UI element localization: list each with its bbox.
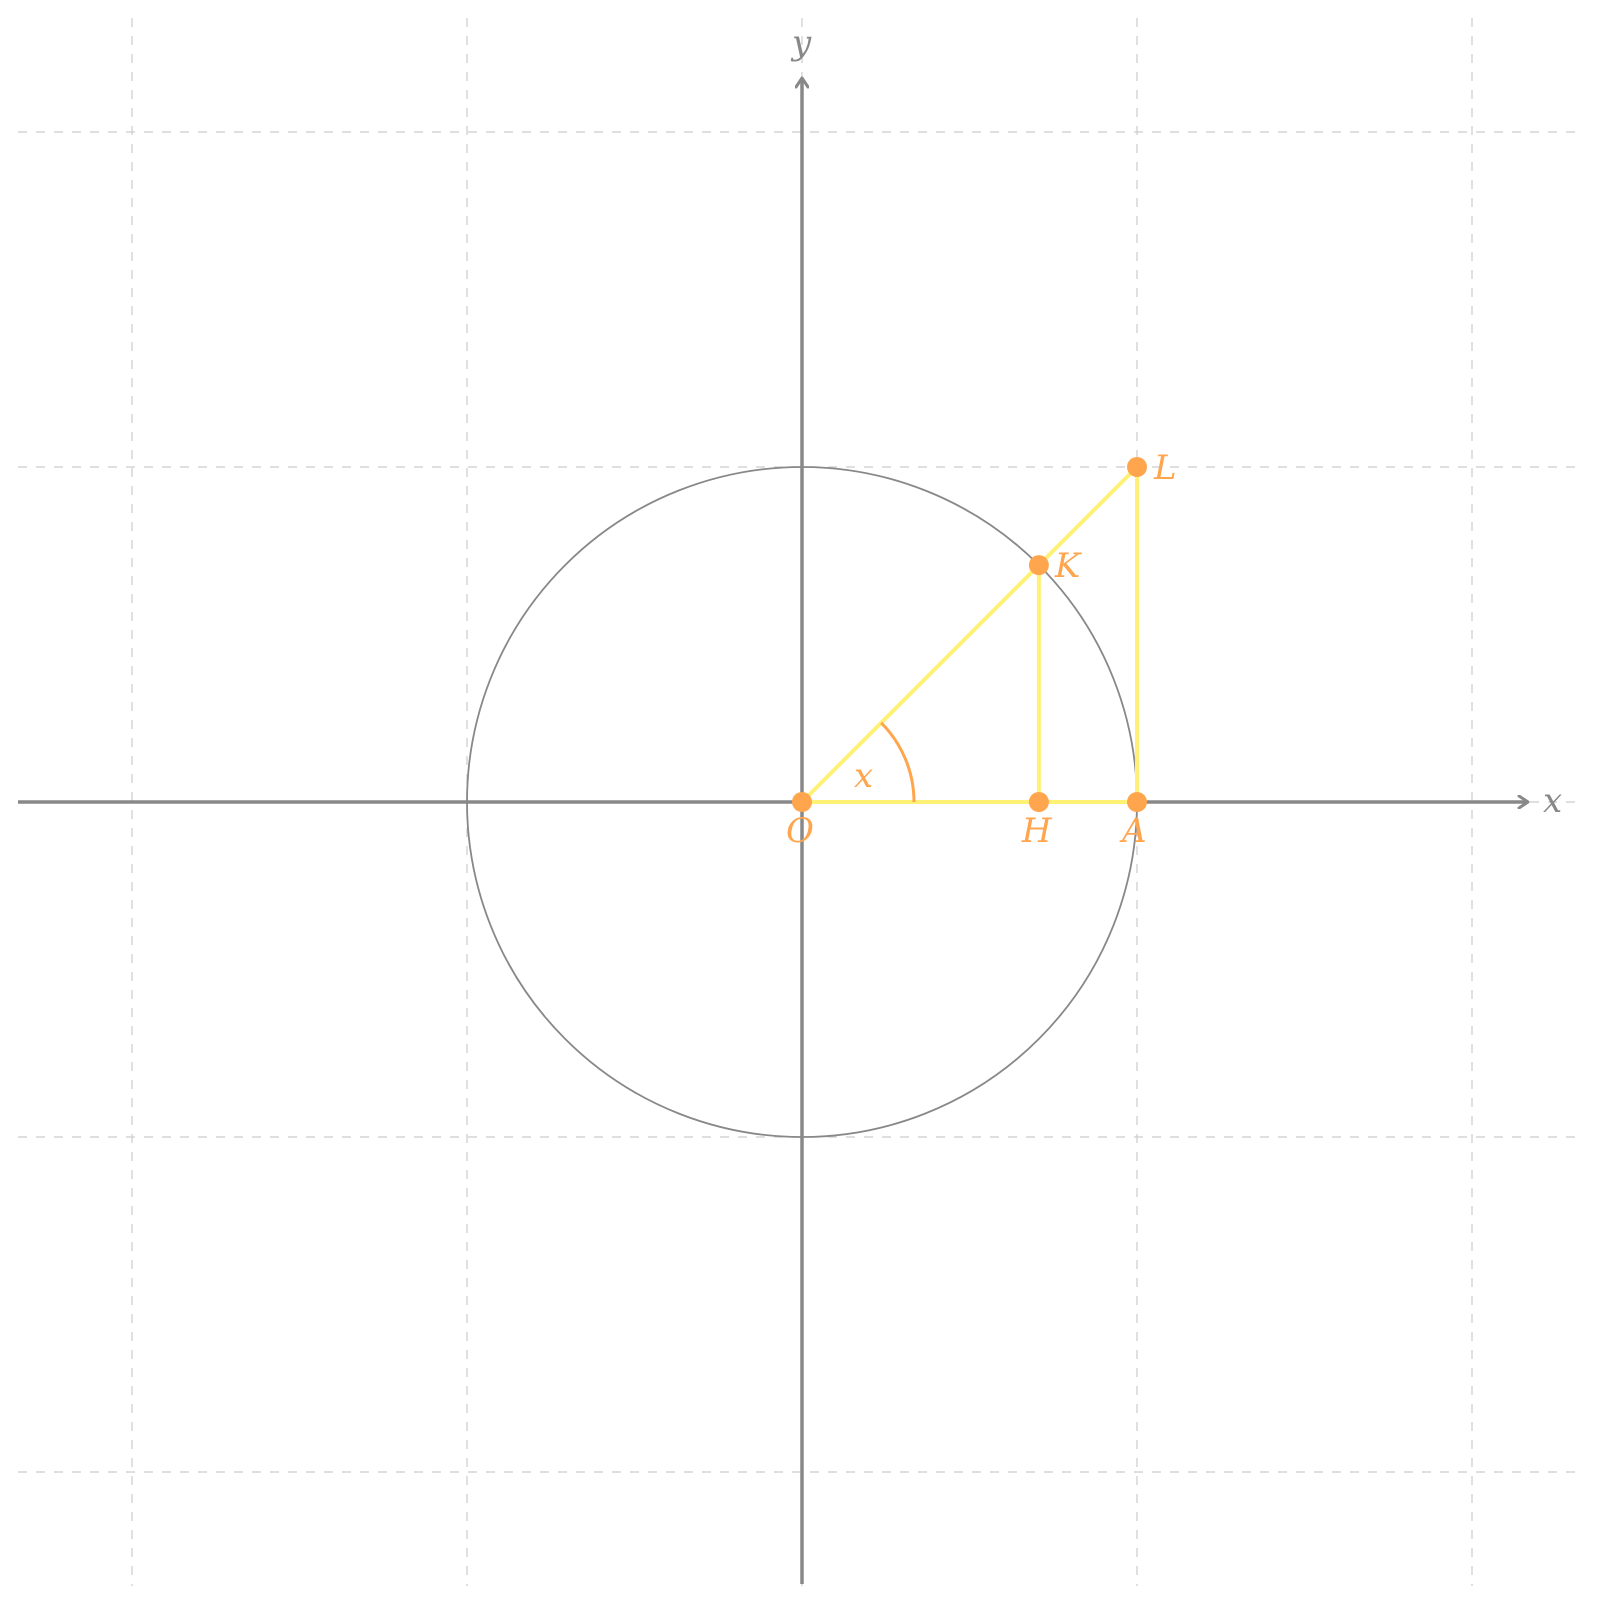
point-O [792,792,812,812]
x-axis-label: x [1543,781,1562,821]
angle-arc [880,721,916,803]
points: O H A K L [786,448,1177,851]
point-K [1028,555,1049,576]
segment-OL [800,465,1139,804]
point-label-O: O [786,811,814,851]
segments [800,465,1139,804]
point-label-A: A [1119,811,1147,851]
point-label-H: H [1021,811,1053,851]
point-H [1028,792,1049,812]
angle-marker: x [854,721,916,803]
y-axis-label: y [790,23,812,63]
axes: x y [18,23,1562,1584]
angle-label: x [854,756,873,796]
point-label-L: L [1153,448,1177,488]
point-label-K: K [1054,546,1083,586]
point-L [1127,457,1147,477]
point-A [1127,792,1147,812]
